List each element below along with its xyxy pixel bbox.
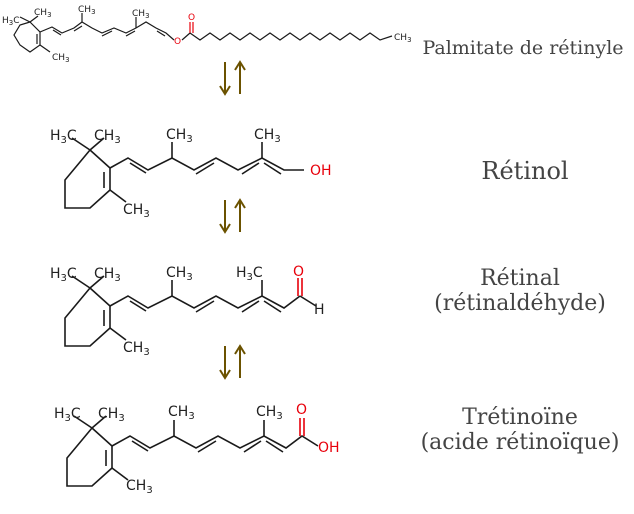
retinyl-palmitate-atoms: H3C CH3 CH3 CH3 CH3 O O CH3 bbox=[2, 5, 412, 64]
retinal-structure bbox=[64, 275, 317, 347]
compound-label-retinol: Rétinol bbox=[440, 158, 610, 185]
svg-text:OH: OH bbox=[310, 163, 332, 179]
compound-label-retinyl-palmitate: Palmitate de rétinyle bbox=[412, 37, 634, 59]
compound-name: Trétinoïne bbox=[462, 405, 578, 430]
compound-name: Rétinol bbox=[481, 157, 569, 185]
svg-text:CH3: CH3 bbox=[94, 128, 121, 146]
compound-name: Palmitate de rétinyle bbox=[422, 37, 624, 59]
svg-text:CH3: CH3 bbox=[132, 9, 150, 20]
svg-text:CH3: CH3 bbox=[166, 265, 193, 283]
svg-text:CH3: CH3 bbox=[168, 404, 195, 422]
tretinoin-atoms: H3C CH3 CH3 CH3 CH3 O OH bbox=[54, 402, 340, 496]
svg-text:H3C: H3C bbox=[236, 265, 263, 283]
svg-text:CH3: CH3 bbox=[98, 406, 125, 424]
compound-synonym: (acide rétinoïque) bbox=[420, 429, 620, 455]
retinol-atoms: H3C CH3 CH3 CH3 CH3 OH bbox=[50, 127, 332, 220]
svg-text:CH3: CH3 bbox=[123, 202, 150, 220]
svg-text:CH3: CH3 bbox=[52, 53, 70, 64]
svg-text:H3C: H3C bbox=[50, 128, 77, 146]
svg-text:CH3: CH3 bbox=[256, 404, 283, 422]
svg-text:O: O bbox=[296, 402, 307, 418]
svg-text:CH3: CH3 bbox=[126, 478, 153, 496]
svg-text:O: O bbox=[293, 264, 304, 280]
svg-text:H3C: H3C bbox=[54, 406, 81, 424]
retinal-atoms: H3C CH3 CH3 CH3 H3C O H bbox=[50, 264, 325, 358]
svg-text:CH3: CH3 bbox=[254, 127, 281, 145]
retinol-structure bbox=[64, 137, 304, 209]
equilibrium-arrow-2 bbox=[219, 198, 246, 234]
svg-text:CH3: CH3 bbox=[94, 266, 121, 284]
svg-text:O: O bbox=[188, 13, 195, 23]
svg-text:H: H bbox=[314, 302, 325, 318]
svg-text:OH: OH bbox=[318, 440, 340, 456]
equilibrium-arrow-3 bbox=[219, 344, 246, 380]
svg-text:H3C: H3C bbox=[50, 266, 77, 284]
svg-text:CH3: CH3 bbox=[166, 127, 193, 145]
compound-synonym: (rétinaldéhyde) bbox=[434, 290, 606, 316]
tretinoin-structure bbox=[66, 415, 319, 487]
svg-text:CH3: CH3 bbox=[394, 33, 412, 44]
equilibrium-arrow-1 bbox=[219, 60, 246, 96]
svg-text:CH3: CH3 bbox=[34, 8, 52, 19]
svg-text:O: O bbox=[174, 37, 181, 47]
svg-text:CH3: CH3 bbox=[78, 5, 96, 16]
compound-label-retinal: Rétinal (rétinaldéhyde) bbox=[420, 266, 620, 316]
svg-text:H3C: H3C bbox=[2, 16, 20, 27]
compound-label-tretinoin: Trétinoïne (acide rétinoïque) bbox=[405, 405, 634, 455]
compound-name: Rétinal bbox=[480, 266, 560, 291]
retinyl-palmitate-structure bbox=[13, 13, 393, 53]
svg-text:CH3: CH3 bbox=[123, 340, 150, 358]
